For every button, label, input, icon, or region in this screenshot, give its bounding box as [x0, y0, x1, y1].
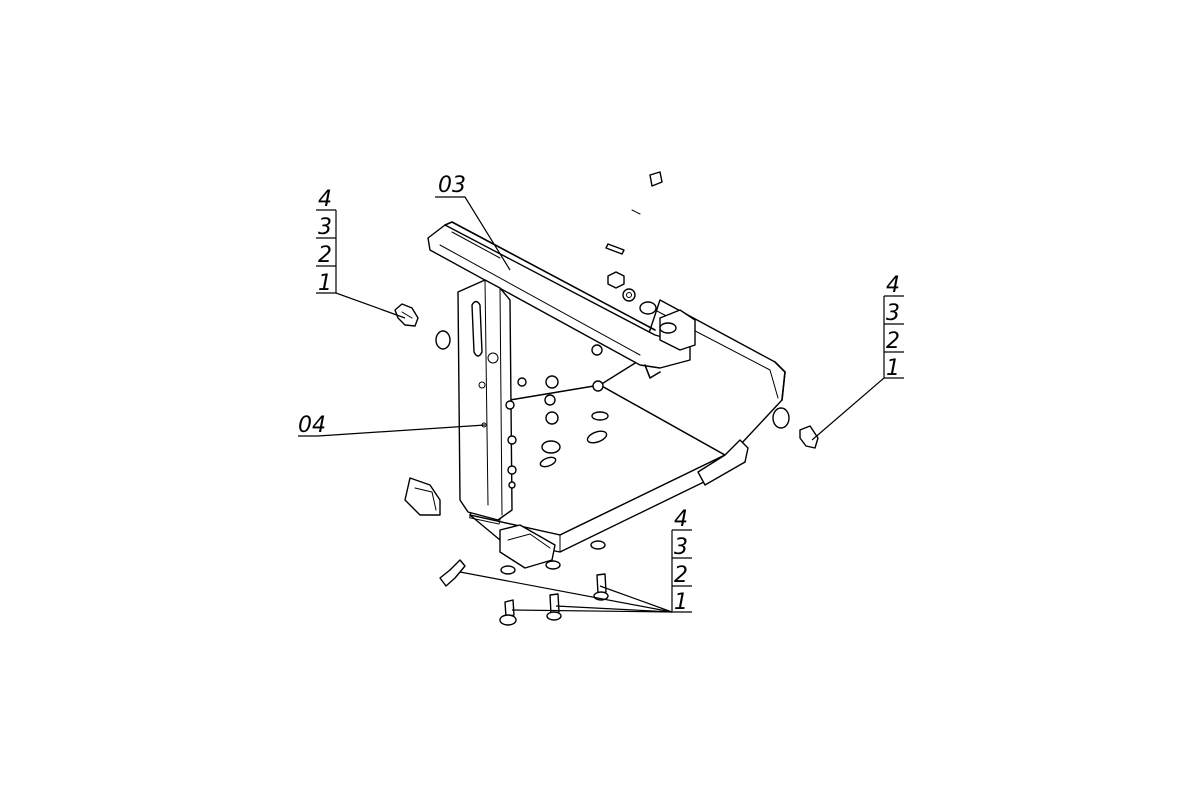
left-stack-label-4: 4: [318, 187, 332, 212]
right-stack-label-4: 4: [886, 273, 900, 298]
label-part-04: 04: [298, 413, 326, 438]
label-frames: [316, 209, 904, 612]
vertical-post-part-04: [457, 279, 513, 521]
bottom-stack-label-4: 4: [674, 507, 688, 532]
right-stack-label-3: 3: [886, 301, 900, 326]
plate-fasteners: [505, 344, 604, 489]
label-part-03: 03: [438, 173, 466, 198]
right-stack-label-2: 2: [886, 329, 900, 354]
left-stack-label-1: 1: [318, 271, 332, 296]
left-stack-label-2: 2: [318, 243, 332, 268]
bottom-stack-label-2: 2: [674, 563, 688, 588]
bottom-bolts: [439, 540, 609, 626]
bottom-stack-label-3: 3: [674, 535, 688, 560]
base-tray: [404, 299, 786, 569]
left-bolt: [394, 303, 451, 350]
right-stack-label-1: 1: [886, 356, 900, 381]
bottom-stack-label-1: 1: [674, 590, 688, 615]
right-bolt: [772, 407, 819, 449]
left-stack-label-3: 3: [318, 215, 332, 240]
top-hardware-stack: [605, 171, 663, 315]
top-bar-part-03: [427, 221, 696, 379]
